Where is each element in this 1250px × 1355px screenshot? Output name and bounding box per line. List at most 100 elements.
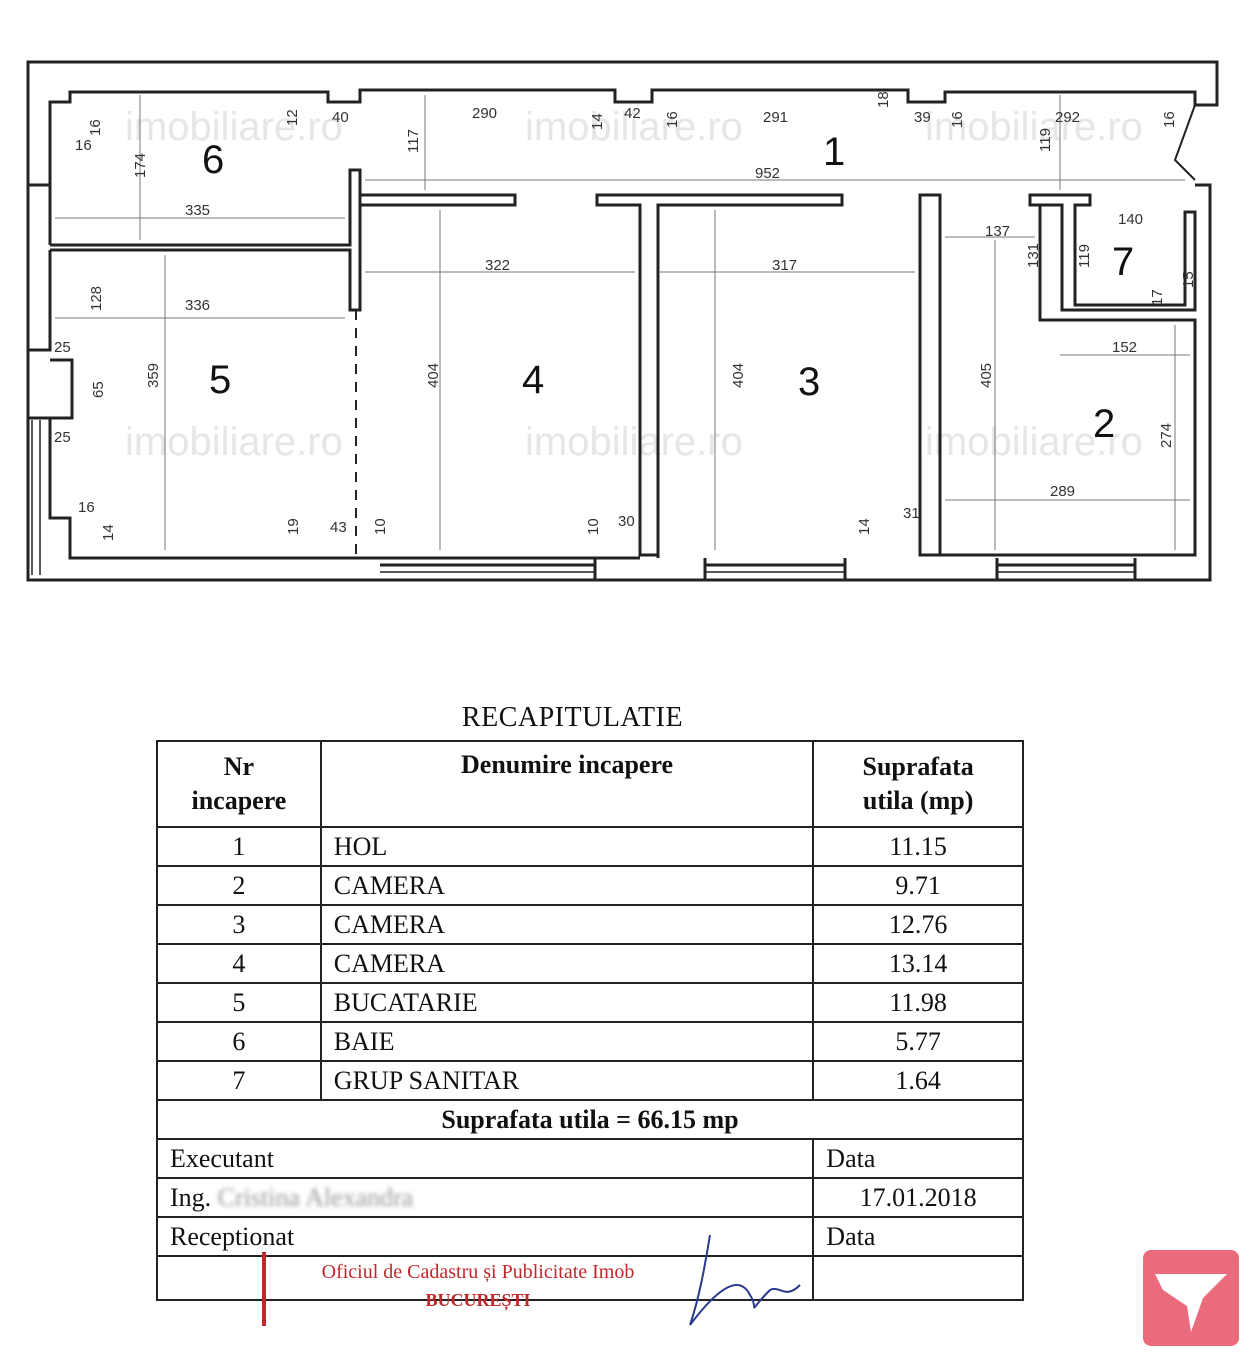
row-nr: 6 bbox=[156, 1021, 322, 1062]
dim-label: 25 bbox=[54, 429, 71, 446]
dim-label: 15 bbox=[1180, 271, 1197, 288]
watermark: imobiliare.ro bbox=[925, 105, 1143, 149]
dim-label: 292 bbox=[1055, 109, 1080, 126]
dim-label: 10 bbox=[372, 518, 389, 535]
row-nr: 2 bbox=[156, 865, 322, 906]
room-label: 2 bbox=[1093, 402, 1115, 446]
dim-label: 131 bbox=[1025, 243, 1042, 268]
row-name: CAMERA bbox=[319, 943, 815, 984]
row-name: BUCATARIE bbox=[319, 982, 815, 1023]
room-label: 3 bbox=[798, 360, 820, 404]
dim-label: 14 bbox=[589, 113, 606, 130]
dim-label: 117 bbox=[405, 129, 422, 153]
dim-label: 16 bbox=[949, 111, 966, 128]
dim-label: 16 bbox=[87, 119, 104, 136]
dim-label: 14 bbox=[856, 518, 873, 535]
dim-label: 290 bbox=[472, 105, 497, 122]
dim-label: 137 bbox=[985, 223, 1010, 240]
room-label: 7 bbox=[1112, 240, 1134, 284]
recap-title: RECAPITULATIE bbox=[461, 702, 684, 733]
dim-label: 12 bbox=[284, 109, 301, 126]
row-area: 9.71 bbox=[812, 865, 1024, 906]
floor-plan: imobiliare.ro imobiliare.ro imobiliare.r… bbox=[26, 60, 1219, 582]
dim-label: 16 bbox=[75, 137, 92, 154]
total-area: Suprafata utila = 66.15 mp bbox=[156, 1099, 1024, 1140]
row-nr: 7 bbox=[156, 1060, 322, 1101]
stamp-line-1: Oficiul de Cadastru și Publicitate Imob bbox=[321, 1261, 635, 1283]
executant-label: Executant bbox=[155, 1138, 815, 1179]
dim-label: 25 bbox=[54, 339, 71, 356]
row-area: 5.77 bbox=[812, 1021, 1024, 1062]
data-label-2: Data bbox=[812, 1216, 1024, 1257]
row-name: BAIE bbox=[319, 1021, 815, 1062]
room-label: 1 bbox=[823, 130, 845, 174]
dim-label: 291 bbox=[763, 109, 788, 126]
dim-label: 336 bbox=[185, 297, 210, 314]
row-nr: 3 bbox=[156, 904, 322, 945]
dim-label: 317 bbox=[772, 257, 797, 274]
watermark: imobiliare.ro bbox=[925, 420, 1143, 464]
walls bbox=[26, 60, 1219, 582]
row-area: 1.64 bbox=[812, 1060, 1024, 1101]
execution-date: 17.01.2018 bbox=[812, 1177, 1024, 1218]
dim-label: 42 bbox=[624, 105, 641, 122]
dimension-labels: 16 16 174 12 40 290 14 42 16 291 18 39 1… bbox=[54, 91, 1197, 541]
row-name: GRUP SANITAR bbox=[319, 1060, 815, 1101]
data-label: Data bbox=[812, 1138, 1024, 1179]
room-label: 4 bbox=[522, 358, 544, 402]
row-area: 11.98 bbox=[812, 982, 1024, 1023]
row-nr: 1 bbox=[156, 826, 322, 867]
dim-label: 119 bbox=[1076, 244, 1093, 268]
logo-mark-icon bbox=[1155, 1274, 1227, 1332]
engineer-name: Cristina Alexandra bbox=[217, 1182, 414, 1212]
dim-label: 359 bbox=[145, 363, 162, 388]
room-numbers: 1 2 3 4 5 6 7 bbox=[202, 130, 1134, 446]
dim-label: 152 bbox=[1112, 339, 1137, 356]
dim-label: 16 bbox=[664, 111, 681, 128]
dim-label: 405 bbox=[978, 363, 995, 388]
dim-label: 18 bbox=[875, 91, 892, 108]
watermark-group: imobiliare.ro imobiliare.ro imobiliare.r… bbox=[125, 105, 1143, 464]
dim-label: 43 bbox=[330, 519, 347, 536]
dim-label: 17 bbox=[1149, 289, 1166, 306]
engineer-row: Ing. Cristina Alexandra 17.01.2018 bbox=[155, 1177, 1024, 1218]
room-label: 5 bbox=[209, 358, 231, 402]
dim-label: 274 bbox=[1158, 423, 1175, 448]
dim-label: 174 bbox=[132, 153, 149, 178]
receptionat-label: Receptionat bbox=[155, 1216, 815, 1257]
header-name: Denumire incapere bbox=[319, 740, 815, 828]
row-nr: 5 bbox=[156, 982, 322, 1023]
watermark: imobiliare.ro bbox=[125, 105, 343, 149]
dim-label: 16 bbox=[1161, 111, 1178, 128]
dim-label: 952 bbox=[755, 165, 780, 182]
dim-label: 322 bbox=[485, 257, 510, 274]
stamp-border bbox=[262, 1252, 266, 1326]
dim-label: 404 bbox=[730, 363, 747, 388]
dim-label: 119 bbox=[1037, 128, 1054, 152]
room-label: 6 bbox=[202, 138, 224, 182]
stamp-line-2: BUCUREȘTI bbox=[425, 1290, 531, 1310]
row-nr: 4 bbox=[156, 943, 322, 984]
dim-label: 14 bbox=[100, 524, 117, 541]
engineer-prefix: Ing. bbox=[170, 1182, 212, 1212]
dim-label: 404 bbox=[425, 363, 442, 388]
signature-cell bbox=[812, 1255, 1024, 1301]
watermark: imobiliare.ro bbox=[125, 420, 343, 464]
dim-label: 19 bbox=[285, 518, 302, 535]
engineer-cell: Ing. Cristina Alexandra bbox=[155, 1177, 815, 1218]
row-name: HOL bbox=[319, 826, 815, 867]
dim-label: 140 bbox=[1118, 211, 1143, 228]
